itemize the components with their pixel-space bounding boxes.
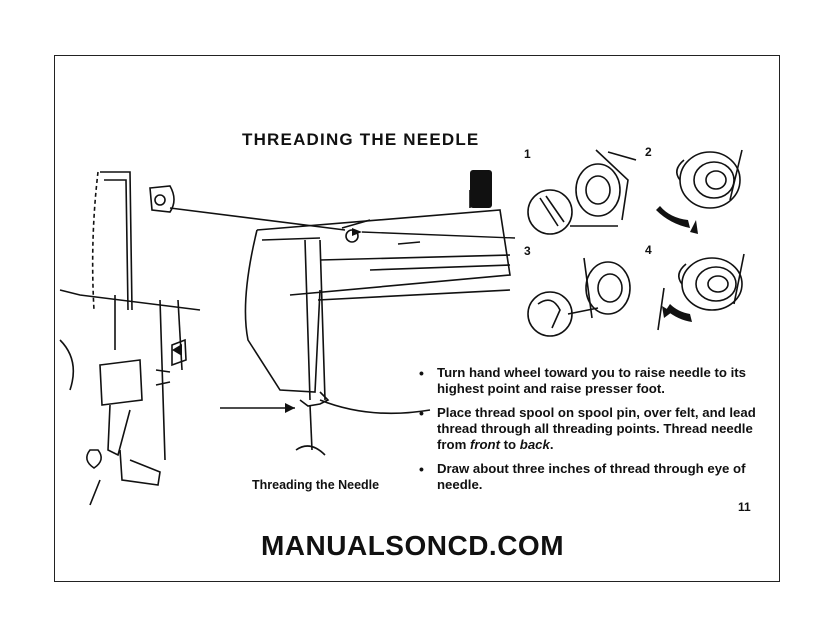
instruction-list: Turn hand wheel toward you to raise need… xyxy=(417,365,757,501)
instruction-text: to xyxy=(500,437,520,452)
figure-caption: Threading the Needle xyxy=(252,478,380,492)
step-number-4: 4 xyxy=(645,243,652,257)
step-number-2: 2 xyxy=(645,145,652,159)
needle-closeup-illustration xyxy=(59,171,201,506)
page-title: THREADING THE NEEDLE xyxy=(242,130,480,149)
instruction-emphasis: front xyxy=(469,437,500,452)
instruction-emphasis: back xyxy=(519,437,550,452)
step-number-1: 1 xyxy=(524,147,531,161)
step-number-3: 3 xyxy=(524,244,531,258)
watermark: MANUALSONCD.COM xyxy=(260,530,565,561)
instruction-text: Place thread spool on spool pin, over fe… xyxy=(437,405,756,452)
tension-detail-1-illustration xyxy=(527,149,637,235)
tension-detail-3-illustration xyxy=(527,257,631,337)
tension-detail-4-illustration xyxy=(657,253,745,331)
instruction-text: . xyxy=(549,437,554,452)
instruction-item: Turn hand wheel toward you to raise need… xyxy=(417,365,757,397)
instruction-item: Draw about three inches of thread throug… xyxy=(417,461,757,493)
tension-detail-2-illustration xyxy=(656,149,743,234)
page-border xyxy=(54,55,780,582)
page-number: 11 xyxy=(738,500,751,514)
instruction-item: Place thread spool on spool pin, over fe… xyxy=(417,405,757,453)
machine-head-illustration xyxy=(169,170,516,456)
